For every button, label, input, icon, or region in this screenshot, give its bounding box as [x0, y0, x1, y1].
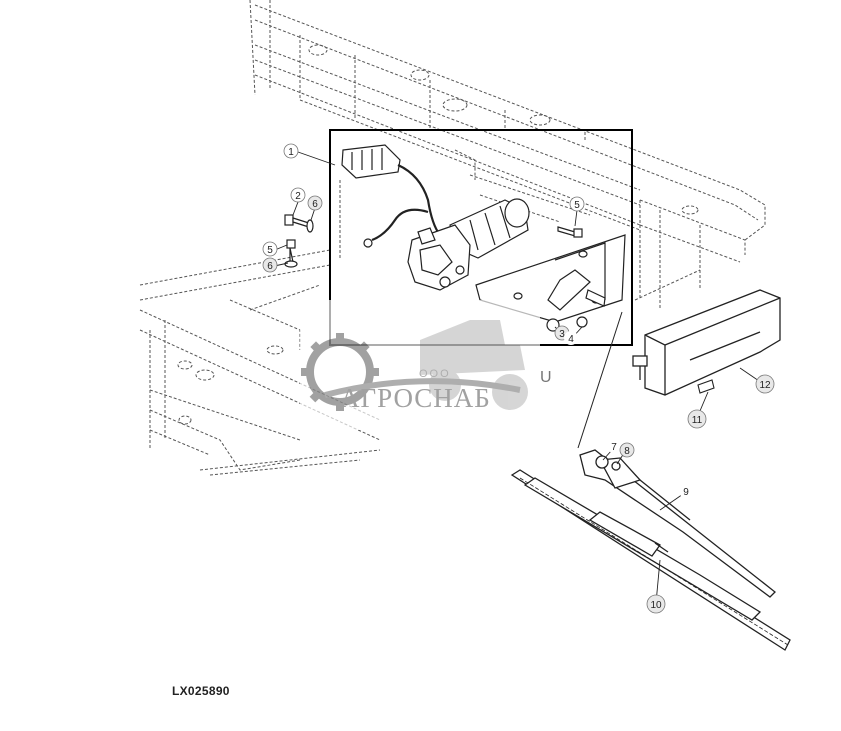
callout-5: 5: [569, 196, 585, 212]
callout-label: 11: [692, 415, 703, 426]
tractor-logo-icon: [420, 320, 528, 410]
callout-4: 4: [564, 331, 578, 345]
fasteners: [284, 214, 583, 268]
agrosnab-watermark: ООО АГРОСНАБ U: [300, 300, 552, 430]
callout-label: 5: [267, 245, 273, 256]
callout-2: 2: [290, 187, 306, 203]
figure-id: LX025890: [172, 684, 230, 698]
watermark-u: U: [540, 369, 552, 386]
callout-7: 7: [607, 439, 621, 453]
wiper-motor: [341, 144, 530, 291]
callout-11: 11: [687, 409, 707, 429]
callout-label: 12: [759, 380, 771, 391]
callout-6: 6: [307, 195, 323, 211]
arm-to-spindle-leader: [577, 311, 623, 449]
watermark-line2: АГРОСНАБ: [340, 383, 491, 413]
callout-5: 5: [262, 241, 278, 257]
callout-label: 3: [559, 329, 565, 340]
callout-label: 7: [611, 442, 617, 453]
wiper-blade: [510, 469, 791, 651]
callout-label: 9: [683, 487, 689, 498]
callout-label: 5: [574, 200, 580, 211]
callout-label: 6: [267, 261, 273, 272]
callout-12: 12: [755, 374, 775, 394]
washer-reservoir: [632, 289, 781, 396]
callout-1: 1: [283, 143, 299, 159]
washer-nozzle: [697, 379, 715, 394]
watermark-line1: ООО: [419, 368, 451, 380]
callout-8: 8: [619, 442, 635, 458]
callout-label: 4: [568, 334, 574, 345]
callout-label: 8: [624, 446, 630, 457]
callout-label: 2: [295, 191, 301, 202]
gear-logo-icon: [301, 333, 379, 411]
wiper-arm: [579, 449, 776, 598]
callout-label: 10: [650, 600, 662, 611]
callout-label: 6: [312, 199, 318, 210]
callout-label: 1: [288, 147, 294, 158]
callout-9: 9: [679, 484, 693, 498]
callout-10: 10: [646, 594, 666, 614]
callouts: 1 2 6 5 6 5 3 4: [262, 143, 775, 614]
callout-6: 6: [262, 257, 278, 273]
